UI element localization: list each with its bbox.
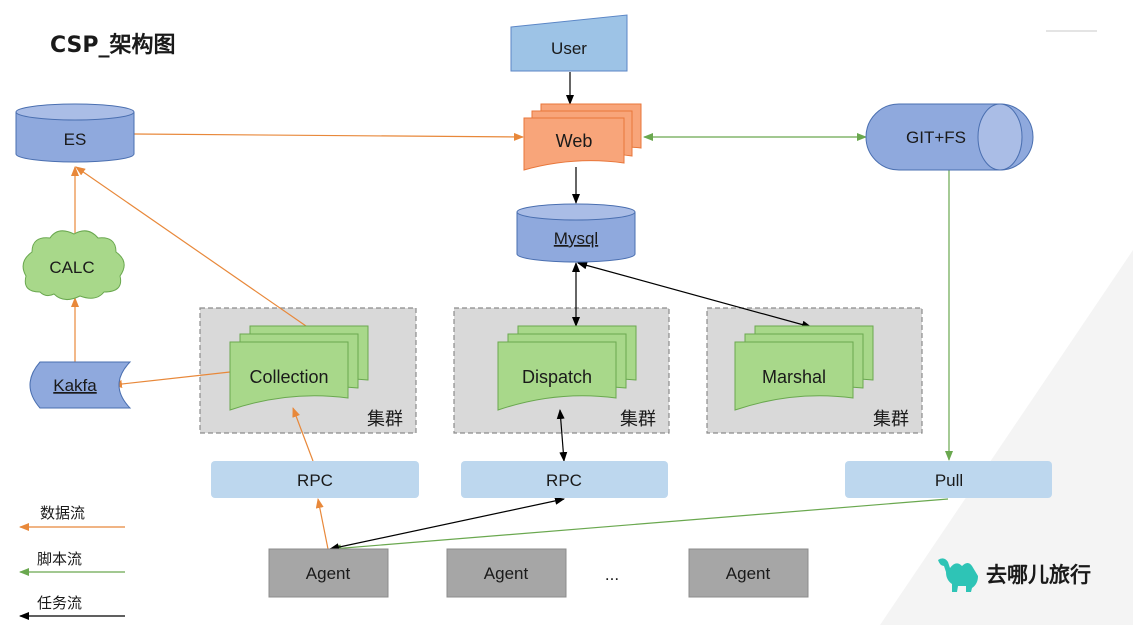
pull-node: Pull xyxy=(845,461,1052,498)
cluster-label: 集群 xyxy=(367,409,403,430)
brand-name: 去哪儿旅行 xyxy=(986,563,1091,587)
kafka-label: Kakfa xyxy=(53,376,97,395)
rpc-to-collection-arrow xyxy=(292,407,314,462)
pull-label: Pull xyxy=(935,471,963,490)
cluster-label: 集群 xyxy=(873,409,909,430)
pull-to-agent-arrow xyxy=(331,498,949,553)
collection-node: Collection xyxy=(229,325,369,411)
rpc-mid-label: RPC xyxy=(546,471,582,490)
rpc-left-label: RPC xyxy=(297,471,333,490)
user-label: User xyxy=(551,39,587,58)
marshal-label: Marshal xyxy=(762,367,826,387)
marshal-node: Marshal xyxy=(734,325,874,411)
agent-ellipsis: ... xyxy=(605,565,619,584)
rpc-left-node: RPC xyxy=(211,461,419,498)
mysql-marshal-arrow xyxy=(577,261,812,329)
git-fs-node: GIT+FS xyxy=(865,103,1034,171)
agent-node: Agent xyxy=(446,548,567,598)
calc-label: CALC xyxy=(49,258,94,277)
kafka-node: Kakfa xyxy=(29,361,132,409)
agent-node: Agent xyxy=(268,548,389,598)
legend-data-flow-label: 数据流 xyxy=(40,504,85,522)
legend-task-flow-label: 任务流 xyxy=(37,594,82,612)
background-decoration xyxy=(880,30,1133,625)
camel-icon xyxy=(938,558,978,592)
mysql-node: Mysql xyxy=(516,203,636,263)
dispatch-rpc-arrow xyxy=(556,409,568,462)
collection-to-kafka-arrow xyxy=(112,371,231,388)
connectors xyxy=(71,72,953,553)
web-label: Web xyxy=(556,131,593,151)
agent-label: Agent xyxy=(726,564,771,583)
collection-to-es-arrow xyxy=(75,166,307,327)
es-node: ES xyxy=(15,103,135,163)
calc-node: CALC xyxy=(22,230,125,300)
agent-label: Agent xyxy=(484,564,529,583)
agent-to-rpc-arrow xyxy=(315,498,329,550)
es-to-web-arrow xyxy=(133,132,524,141)
git-fs-label: GIT+FS xyxy=(906,128,966,147)
web-node: Web xyxy=(523,103,642,171)
rpc-agent-arrow xyxy=(329,496,565,552)
dispatch-label: Dispatch xyxy=(522,367,592,387)
cluster-label: 集群 xyxy=(620,409,656,430)
agent-node: Agent xyxy=(688,548,809,598)
legend: 数据流 脚本流 任务流 xyxy=(19,504,125,620)
user-node: User xyxy=(510,14,628,72)
collection-label: Collection xyxy=(249,367,328,387)
rpc-mid-node: RPC xyxy=(461,461,668,498)
es-label: ES xyxy=(64,130,87,149)
page-title: CSP_架构图 xyxy=(50,32,176,58)
mysql-label: Mysql xyxy=(554,229,598,248)
dispatch-node: Dispatch xyxy=(497,325,637,411)
legend-script-flow-label: 脚本流 xyxy=(37,550,82,568)
agent-label: Agent xyxy=(306,564,351,583)
brand-logo: 去哪儿旅行 xyxy=(938,558,1091,592)
